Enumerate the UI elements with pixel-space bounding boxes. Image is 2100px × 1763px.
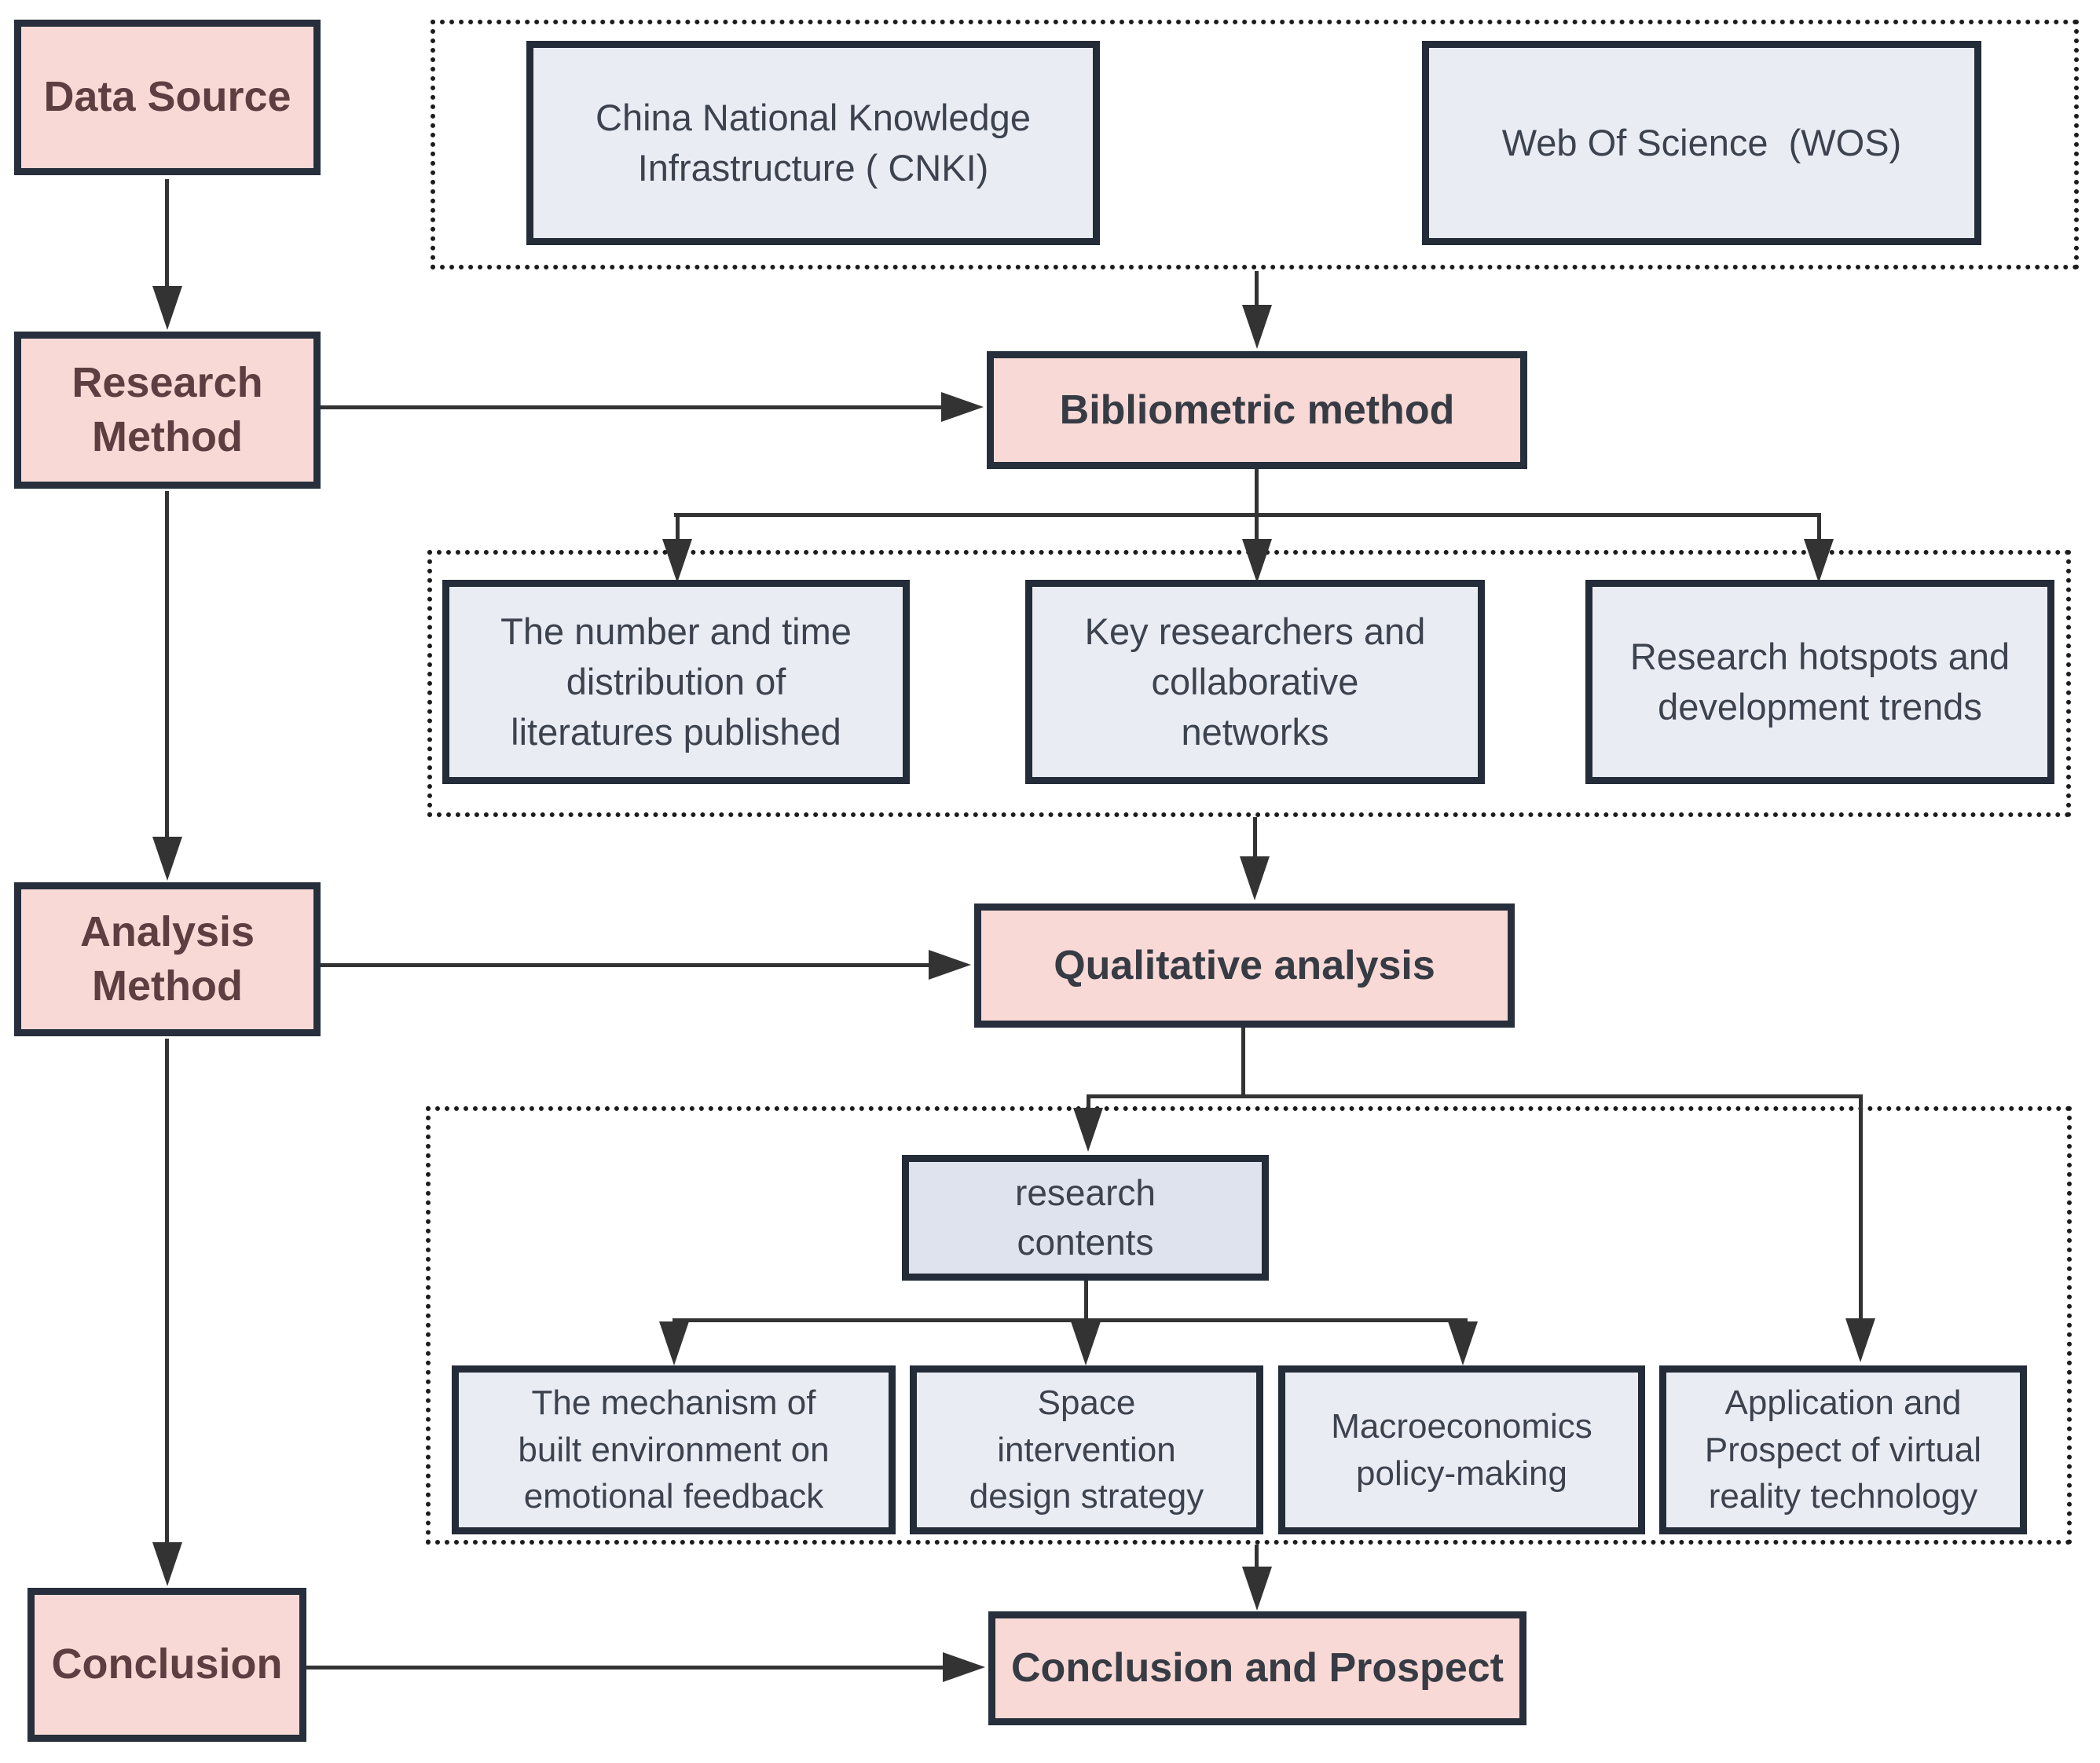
line-research-contents-stem <box>1084 1281 1088 1321</box>
arrowhead-into-mechanism <box>659 1321 689 1365</box>
line-data-source-to-research-method <box>165 179 169 289</box>
panel-space-intervention: Space intervention design strategy <box>910 1365 1263 1534</box>
arrowhead-into-analysis-method <box>152 837 182 881</box>
stage-data-source: Data Source <box>14 20 321 175</box>
line-qualitative-stem <box>1241 1028 1245 1097</box>
line-to-vr-application <box>1859 1097 1863 1321</box>
process-bibliometric-label: Bibliometric method <box>1059 387 1455 433</box>
process-qualitative-label: Qualitative analysis <box>1054 942 1435 988</box>
stub-to-key-researchers <box>1255 515 1259 542</box>
arrowhead-into-research-method <box>152 286 182 330</box>
stage-conclusion: Conclusion <box>27 1588 306 1742</box>
stage-analysis-method-label: Analysis Method <box>79 907 255 1010</box>
line-databases-to-bibliometric <box>1255 271 1259 307</box>
stage-data-source-label: Data Source <box>43 73 291 121</box>
line-research-contents-branch <box>673 1318 1468 1322</box>
panel-key-researchers: Key researchers and collaborative networ… <box>1025 580 1485 784</box>
data-source-group-container <box>431 20 2079 269</box>
arrowhead-into-lit-distribution <box>662 539 692 583</box>
process-qualitative-analysis: Qualitative analysis <box>974 903 1515 1028</box>
arrowhead-into-qualitative-top <box>1240 856 1270 900</box>
line-research-method-to-analysis-method <box>165 491 169 840</box>
arrowhead-into-bibliometric-top <box>1242 305 1272 349</box>
panel-vr-application-label: Application and Prospect of virtual real… <box>1704 1383 1982 1516</box>
stub-to-lit-distribution <box>676 515 680 542</box>
line-qualitative-branch <box>1087 1094 1863 1098</box>
line-conclusion-to-conclusion-prospect <box>306 1666 944 1670</box>
panel-mechanism: The mechanism of built environment on em… <box>452 1365 896 1534</box>
process-bibliometric-method: Bibliometric method <box>987 351 1527 469</box>
arrowhead-into-conclusion-prospect-top <box>1242 1567 1272 1611</box>
stub-to-research-contents <box>1087 1097 1090 1108</box>
line-analysis-method-to-qualitative <box>321 963 930 967</box>
arrowhead-into-qualitative-left <box>929 950 971 980</box>
panel-wos-label: Web Of Science (WOS) <box>1501 122 1902 164</box>
stage-research-method: Research Method <box>14 332 321 489</box>
process-conclusion-prospect-label: Conclusion and Prospect <box>1011 1645 1504 1692</box>
line-contents-to-conclusion-prospect <box>1255 1545 1259 1568</box>
panel-vr-application: Application and Prospect of virtual real… <box>1659 1365 2027 1534</box>
panel-research-contents: research contents <box>902 1155 1269 1281</box>
panel-macroeconomics-label: Macroeconomics policy-making <box>1331 1406 1592 1493</box>
line-bibliometric-stem <box>1255 469 1259 516</box>
arrowhead-into-conclusion-prospect-left <box>943 1652 985 1682</box>
panel-wos: Web Of Science (WOS) <box>1422 41 1981 245</box>
panel-lit-distribution: The number and time distribution of lite… <box>442 580 910 784</box>
stub-to-hotspots <box>1817 515 1821 542</box>
stage-analysis-method: Analysis Method <box>14 882 321 1036</box>
arrowhead-into-key-researchers <box>1242 539 1272 583</box>
line-bibliometric-branch <box>674 513 1821 517</box>
arrowhead-into-conclusion <box>152 1542 182 1586</box>
line-analysis-method-to-conclusion <box>165 1039 169 1545</box>
panel-hotspots: Research hotspots and development trends <box>1585 580 2054 784</box>
panel-research-contents-label: research contents <box>1015 1172 1156 1263</box>
panel-hotspots-label: Research hotspots and development trends <box>1629 636 2010 728</box>
process-conclusion-prospect: Conclusion and Prospect <box>988 1611 1526 1725</box>
stage-conclusion-label: Conclusion <box>51 1640 283 1688</box>
qualitative-outputs-container <box>426 1106 2072 1545</box>
panel-macroeconomics: Macroeconomics policy-making <box>1278 1365 1645 1534</box>
panel-space-intervention-label: Space intervention design strategy <box>969 1383 1204 1516</box>
stage-research-method-label: Research Method <box>71 358 263 460</box>
line-research-method-to-bibliometric <box>321 405 946 409</box>
arrowhead-into-space-intervention <box>1071 1321 1101 1365</box>
panel-mechanism-label: The mechanism of built environment on em… <box>518 1383 830 1516</box>
arrowhead-into-macroeconomics <box>1448 1321 1478 1365</box>
panel-cnki-label: China National Knowledge Infrastructure … <box>596 97 1031 189</box>
arrowhead-into-bibliometric-left <box>941 392 984 422</box>
panel-key-researchers-label: Key researchers and collaborative networ… <box>1084 610 1426 753</box>
arrowhead-into-hotspots <box>1804 539 1834 583</box>
arrowhead-into-vr-application <box>1845 1318 1875 1362</box>
line-outputs-to-qualitative <box>1253 817 1257 858</box>
arrowhead-into-research-contents <box>1073 1108 1103 1152</box>
panel-cnki: China National Knowledge Infrastructure … <box>526 41 1100 245</box>
panel-lit-distribution-label: The number and time distribution of lite… <box>500 610 852 753</box>
